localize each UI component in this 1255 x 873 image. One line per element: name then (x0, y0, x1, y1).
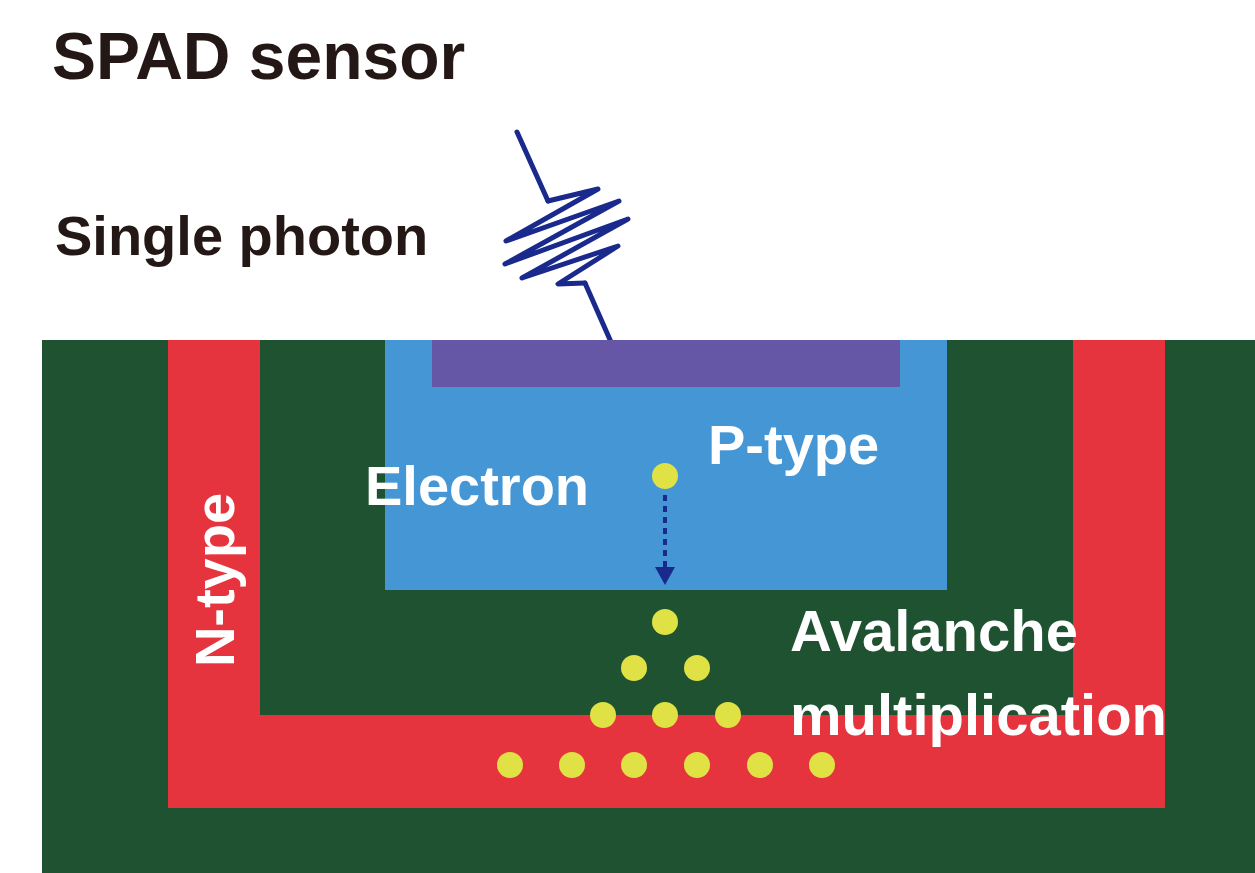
passivation-layer (432, 340, 900, 387)
p-substrate (42, 340, 1255, 873)
photon-label: Single photon (55, 208, 428, 264)
electron-label: Electron (365, 458, 589, 514)
diagram-title: SPAD sensor (52, 23, 465, 89)
avalanche-dots (497, 609, 835, 778)
drift-arrowhead (655, 567, 675, 585)
avalanche-label: Avalanche multiplication (790, 589, 1235, 757)
electron-dot (652, 463, 678, 489)
region-label: N-type (187, 493, 243, 667)
region-label: P-type (708, 417, 879, 473)
drift-arrow (663, 495, 667, 568)
